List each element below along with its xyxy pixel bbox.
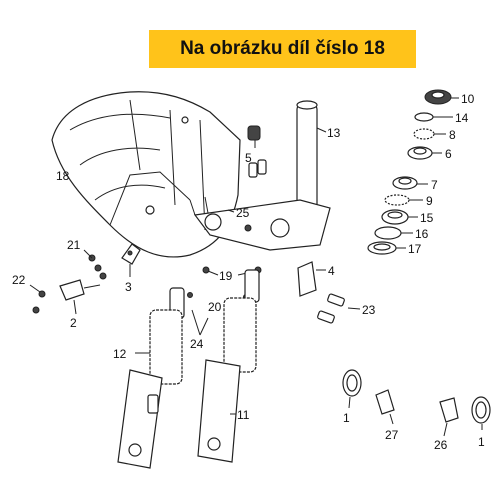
part-24-oring <box>191 309 209 336</box>
label-27: 27 <box>385 428 399 442</box>
part-25-fork-bridge <box>189 196 331 251</box>
label-19: 19 <box>219 269 233 283</box>
part-17-seal <box>367 241 406 255</box>
label-12: 12 <box>113 347 127 361</box>
part-15-cup <box>381 209 418 225</box>
label-5: 5 <box>245 151 252 165</box>
label-10: 10 <box>461 92 475 106</box>
part-23-bolts <box>317 293 361 324</box>
part-12-left-fork <box>117 287 185 469</box>
part-5-bracket <box>247 125 267 178</box>
label-2: 2 <box>70 316 77 330</box>
label-24: 24 <box>190 337 204 351</box>
label-3: 3 <box>125 280 132 294</box>
part-6-cone <box>407 146 442 160</box>
label-22: 22 <box>12 273 26 287</box>
part-10-nut <box>424 89 459 105</box>
banner-text: Na obrázku díl číslo 18 <box>180 38 385 59</box>
label-14: 14 <box>455 111 469 125</box>
part-14-washer <box>414 112 453 122</box>
label-25: 25 <box>236 206 250 220</box>
label-15: 15 <box>420 211 434 225</box>
label-26: 26 <box>434 438 448 452</box>
label-4: 4 <box>328 264 335 278</box>
label-13: 13 <box>327 126 341 140</box>
part-11-right-fork <box>197 269 260 463</box>
label-6: 6 <box>445 147 452 161</box>
part-26-bracket <box>439 397 459 437</box>
part-1-reflector-right <box>471 396 491 430</box>
part-8-ball-race <box>413 128 446 140</box>
label-23: 23 <box>362 303 376 317</box>
part-2-bracket <box>59 279 101 315</box>
label-11: 11 <box>237 408 250 422</box>
part-4-clip <box>297 261 326 297</box>
label-7: 7 <box>431 178 438 192</box>
part-7-cup <box>392 176 428 190</box>
part-13-steering-stem <box>296 100 327 226</box>
label-9: 9 <box>426 194 433 208</box>
part-1-reflector-left <box>342 369 362 409</box>
part-9-ball-race <box>384 194 423 206</box>
part-22-bolt <box>29 284 46 314</box>
part-27-bracket <box>375 389 395 425</box>
label-20: 20 <box>208 300 222 314</box>
part-16-cone <box>374 226 413 240</box>
part-banner: Na obrázku díl číslo 18 <box>149 30 416 68</box>
part-3-bracket <box>121 243 141 277</box>
part-21-nuts <box>83 249 107 280</box>
label-16: 16 <box>415 227 429 241</box>
label-18: 18 <box>56 169 70 183</box>
label-8: 8 <box>449 128 456 142</box>
label-17: 17 <box>408 242 422 256</box>
label-21: 21 <box>67 238 81 252</box>
label-1-right: 1 <box>478 435 485 449</box>
label-1-left: 1 <box>343 411 350 425</box>
